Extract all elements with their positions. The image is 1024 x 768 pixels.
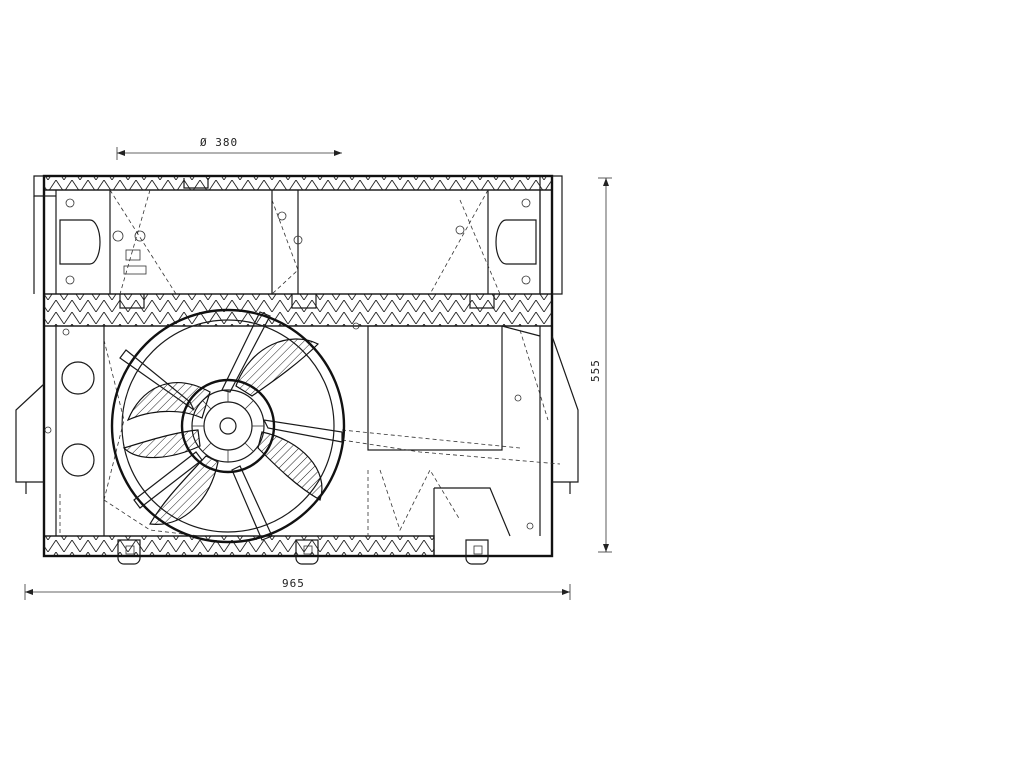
- construction-lines: [59, 189, 561, 537]
- fan-struts: [119, 311, 343, 541]
- dimension-width: 965: [24, 577, 571, 600]
- hub-ribs: [192, 390, 264, 462]
- dimension-height: 555: [589, 177, 612, 553]
- dimension-width-label: 965: [282, 577, 305, 590]
- dimension-height-label: 555: [589, 359, 602, 382]
- shroud-frame: [15, 174, 579, 565]
- dimension-fan-diameter: Ø 380: [116, 136, 342, 160]
- dimension-fan-diameter-label: Ø 380: [200, 136, 238, 149]
- fan-assembly: [110, 308, 346, 544]
